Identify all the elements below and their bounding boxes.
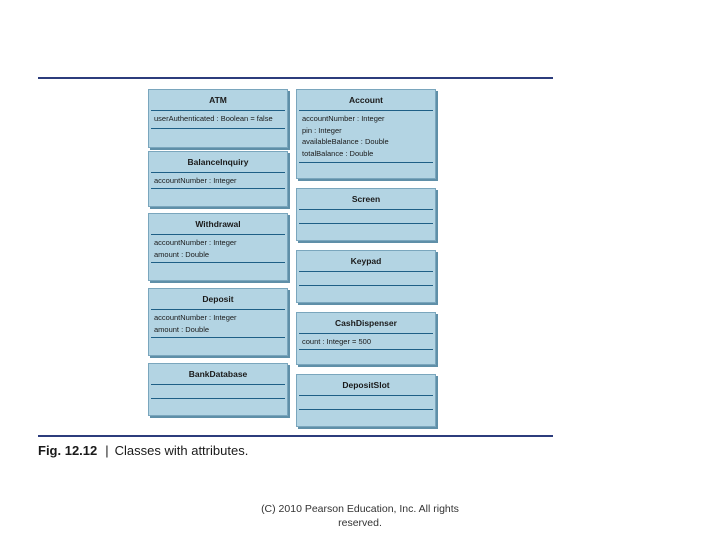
attribute: amount : Double	[154, 324, 210, 334]
class-account: Account accountNumber : Integer pin : In…	[296, 89, 436, 179]
attributes-section: accountNumber : Integer amount : Double	[151, 235, 285, 263]
attributes-section	[299, 272, 433, 286]
attributes-section: accountNumber : Integer pin : Integer av…	[299, 111, 433, 163]
class-deposit: Deposit accountNumber : Integer amount :…	[148, 288, 288, 356]
class-name: BankDatabase	[151, 364, 285, 385]
caption-separator: |	[105, 443, 109, 458]
class-name: Screen	[299, 189, 433, 210]
attribute: userAuthenticated : Boolean = false	[154, 114, 273, 123]
footer-line: reserved.	[338, 517, 382, 529]
attributes-section	[151, 385, 285, 399]
figure-caption: Fig. 12.12 | Classes with attributes.	[38, 443, 248, 458]
attribute: amount : Double	[154, 249, 210, 259]
class-balanceinquiry: BalanceInquiry accountNumber : Integer	[148, 151, 288, 207]
footer-line: (C) 2010 Pearson Education, Inc. All rig…	[261, 503, 459, 515]
attribute: accountNumber : Integer	[154, 238, 237, 247]
operations-section	[151, 129, 285, 143]
operations-section	[151, 399, 285, 412]
operations-section	[151, 338, 285, 352]
class-name: Deposit	[151, 289, 285, 310]
attribute: pin : Integer	[302, 125, 342, 135]
caption-text: Classes with attributes.	[114, 443, 249, 458]
class-keypad: Keypad	[296, 250, 436, 303]
class-name: CashDispenser	[299, 313, 433, 334]
class-name: Withdrawal	[151, 214, 285, 235]
operations-section	[299, 224, 433, 237]
attribute: accountNumber : Integer	[302, 114, 385, 123]
class-depositslot: DepositSlot	[296, 374, 436, 427]
class-cashdispenser: CashDispenser count : Integer = 500	[296, 312, 436, 365]
attribute: accountNumber : Integer	[154, 313, 237, 322]
attributes-section	[299, 210, 433, 224]
attributes-section: userAuthenticated : Boolean = false	[151, 111, 285, 129]
figure-label: Fig. 12.12	[38, 443, 98, 458]
operations-section	[299, 163, 433, 175]
top-rule	[38, 77, 553, 79]
attribute: totalBalance : Double	[302, 148, 374, 158]
attribute: count : Integer = 500	[302, 337, 372, 346]
class-screen: Screen	[296, 188, 436, 241]
attribute: accountNumber : Integer	[154, 176, 237, 185]
class-name: ATM	[151, 90, 285, 111]
operations-section	[151, 263, 285, 277]
class-name: Keypad	[299, 251, 433, 272]
class-name: DepositSlot	[299, 375, 433, 396]
attributes-section	[299, 396, 433, 410]
copyright-footer: (C) 2010 Pearson Education, Inc. All rig…	[240, 502, 480, 530]
attribute: availableBalance : Double	[302, 137, 389, 146]
operations-section	[299, 286, 433, 299]
class-bankdatabase: BankDatabase	[148, 363, 288, 416]
class-name: Account	[299, 90, 433, 111]
bottom-rule	[38, 435, 553, 437]
operations-section	[151, 189, 285, 203]
class-name: BalanceInquiry	[151, 152, 285, 173]
attributes-section: count : Integer = 500	[299, 334, 433, 350]
operations-section	[299, 350, 433, 361]
class-atm: ATM userAuthenticated : Boolean = false	[148, 89, 288, 148]
attributes-section: accountNumber : Integer	[151, 173, 285, 189]
operations-section	[299, 410, 433, 423]
class-withdrawal: Withdrawal accountNumber : Integer amoun…	[148, 213, 288, 281]
attributes-section: accountNumber : Integer amount : Double	[151, 310, 285, 338]
